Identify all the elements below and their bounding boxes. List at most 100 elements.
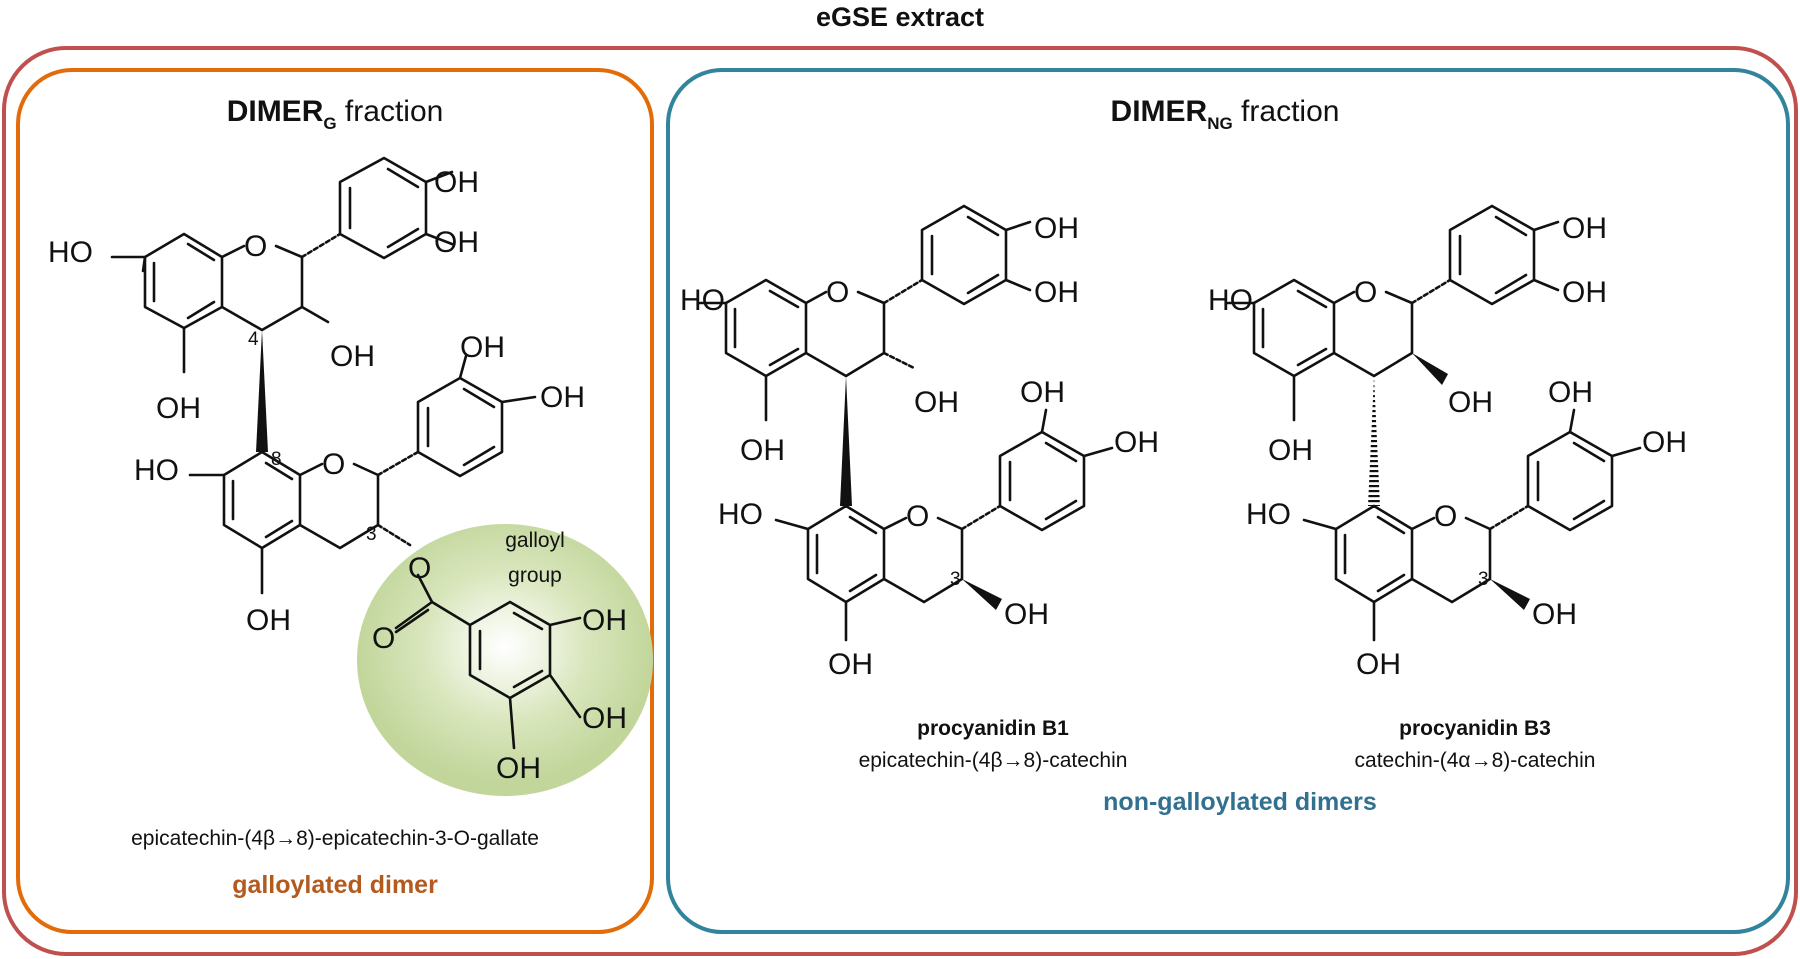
non-galloylated-panel-heading: DIMERNG fraction xyxy=(1111,95,1340,133)
bond-path xyxy=(806,504,886,604)
bond-line xyxy=(1332,290,1356,305)
bond-line xyxy=(966,273,1000,295)
wedge-bond xyxy=(1412,353,1448,385)
wedge-bond xyxy=(962,579,1002,610)
procyanidin-b3-structure xyxy=(1226,204,1642,642)
procyanidin-b3-name: procyanidin B3 xyxy=(1399,717,1551,740)
bond-line xyxy=(1494,215,1528,237)
bond-path xyxy=(338,156,428,260)
procyanidin-b3-description: catechin-(4α→8)-catechin xyxy=(1355,749,1596,772)
heading-bold: DIMER xyxy=(227,95,324,128)
position-8-label: 8 xyxy=(271,449,282,470)
bond-line xyxy=(1572,499,1606,521)
bond-line xyxy=(462,387,496,409)
hydroxyl-label: OH xyxy=(1356,648,1401,681)
ring-oxygen-label: O xyxy=(1354,276,1377,309)
heading-subscript: G xyxy=(323,114,336,133)
bond-line xyxy=(1410,278,1452,305)
galloylated-panel-heading: DIMERG fraction xyxy=(227,95,444,133)
bond-line xyxy=(462,445,496,467)
hydroxyl-label: OH xyxy=(1114,426,1159,459)
outer-frame xyxy=(2,46,1798,956)
bond-path xyxy=(1334,504,1414,604)
bond-line xyxy=(1494,273,1528,295)
bond-line xyxy=(298,462,324,477)
hydroxyl-label: OH xyxy=(1004,598,1049,631)
hydroxyl-label: OH xyxy=(582,702,627,735)
bond-line xyxy=(508,696,516,750)
galloylated-category-label: galloylated dimer xyxy=(232,871,438,899)
bond-line xyxy=(1568,408,1576,434)
bond-line xyxy=(416,573,434,604)
galloyl-group-label-line1: galloyl xyxy=(505,529,565,552)
wedge-bond xyxy=(1490,579,1530,610)
bond-line xyxy=(548,616,582,627)
galloylated-atom-labels: OH OH HO O OH OH 4 OH OH HO 8 O 3 O OH O… xyxy=(48,166,627,785)
hydroxyl-label: OH xyxy=(246,604,291,637)
hydroxyl-label: OH xyxy=(1548,376,1593,409)
non-galloylated-category-label: non-galloylated dimers xyxy=(1103,788,1377,816)
hydroxyl-label: OH xyxy=(496,752,541,785)
hydroxyl-label: HO xyxy=(1246,498,1291,531)
ring-oxygen-label: O xyxy=(244,230,267,263)
bond-line xyxy=(1572,441,1606,463)
procyanidin-b3-atom-labels: OH OH HO O OH OH OH OH HO O 3 OH OH xyxy=(1208,212,1687,681)
bond-path xyxy=(222,450,302,550)
bond-line xyxy=(424,232,454,246)
bond-line xyxy=(386,167,420,189)
bond-line xyxy=(264,519,294,539)
bond-line xyxy=(1610,446,1642,458)
bond-line xyxy=(500,395,537,404)
hydroxyl-label: OH xyxy=(1034,276,1079,309)
heading-bold: DIMER xyxy=(1111,95,1208,128)
procyanidin-b1-name: procyanidin B1 xyxy=(917,717,1069,740)
bond-line xyxy=(966,215,1000,237)
bond-line xyxy=(512,669,544,689)
bond-path xyxy=(1252,278,1336,378)
bond-line xyxy=(394,608,430,634)
bond-line xyxy=(1488,504,1530,531)
hydroxyl-label: OH xyxy=(828,648,873,681)
bond-line xyxy=(1040,408,1048,434)
bond-line xyxy=(1376,573,1406,593)
bond-line xyxy=(1004,278,1032,292)
hydroxyl-label: OH xyxy=(1020,376,1065,409)
bond-line xyxy=(512,611,544,631)
bond-line xyxy=(848,515,878,535)
bond-line xyxy=(882,516,908,531)
bond-line xyxy=(430,600,472,627)
procyanidin-b1-description: epicatechin-(4β→8)-catechin xyxy=(859,749,1128,772)
bond-path xyxy=(724,278,808,378)
hydroxyl-label: OH xyxy=(1532,598,1577,631)
hashed-bond xyxy=(1368,376,1380,506)
bond-line xyxy=(768,289,800,309)
bond-line xyxy=(1410,516,1436,531)
bond-line xyxy=(1044,441,1078,463)
galloyl-group-highlight xyxy=(357,524,653,796)
non-galloylated-panel-frame xyxy=(666,68,1790,934)
bond-line xyxy=(1296,289,1328,309)
hydroxyl-label: OH xyxy=(582,604,627,637)
hydroxyl-label: OH xyxy=(1034,212,1079,245)
hydroxyl-label: OH xyxy=(434,166,479,199)
hydroxyl-label: HO xyxy=(680,284,725,317)
bond-line xyxy=(1532,278,1560,292)
wedge-bond xyxy=(840,376,852,506)
hydroxyl-label: OH xyxy=(1562,276,1607,309)
ester-oxygen-label: O xyxy=(408,552,431,585)
bond-path xyxy=(141,232,224,330)
bond-line xyxy=(186,300,216,320)
heading-rest: fraction xyxy=(1233,95,1340,128)
galloylated-compound-name: epicatechin-(4β→8)-epicatechin-3-O-galla… xyxy=(131,827,539,850)
bond-line xyxy=(882,351,916,370)
bond-line xyxy=(774,518,810,531)
bond-line xyxy=(1044,499,1078,521)
bond-line xyxy=(1296,347,1328,367)
bond-line xyxy=(300,305,330,324)
carbonyl-oxygen-label: O xyxy=(372,622,395,655)
hydroxyl-label: OH xyxy=(914,386,959,419)
bond-line xyxy=(186,242,216,262)
bond-line xyxy=(1004,220,1032,232)
hydroxyl-label: HO xyxy=(134,454,179,487)
hydroxyl-label: OH xyxy=(1642,426,1687,459)
